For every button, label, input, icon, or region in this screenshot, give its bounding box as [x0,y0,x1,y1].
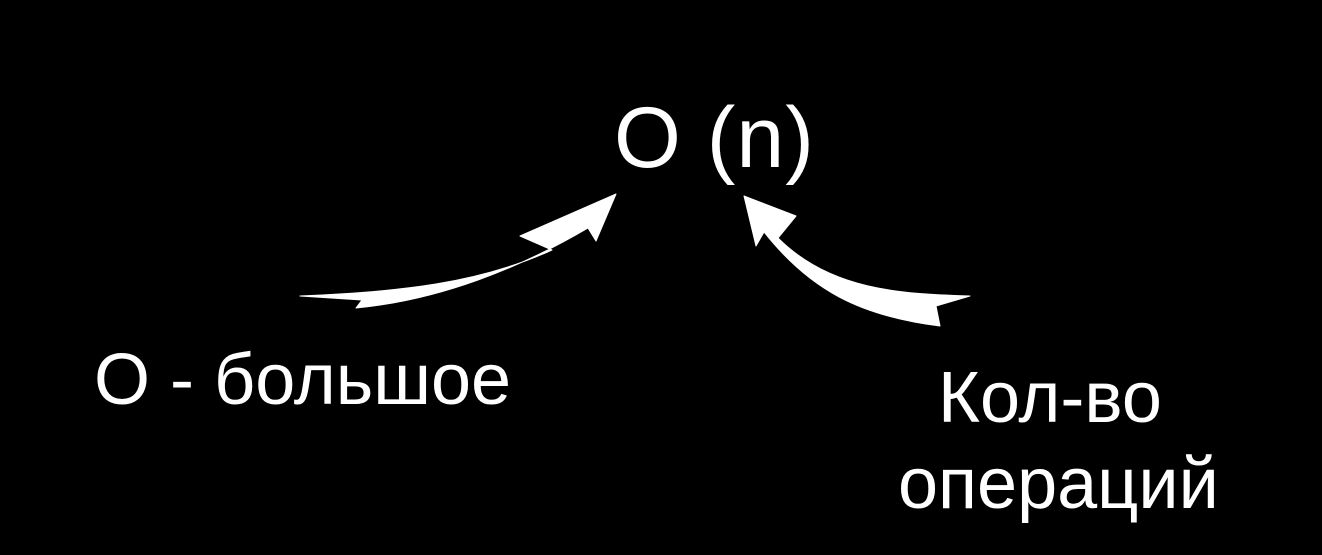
operations-count-caption-line1: Кол-во [938,358,1162,438]
operations-count-caption-line2: операций [898,444,1219,524]
big-o-formula: O (n) [614,90,815,186]
big-o-caption: O - большое [94,340,512,420]
operations-count-caption: Кол-во операций [898,355,1298,527]
curved-arrow-left-icon [299,193,617,309]
curved-arrow-right-icon [743,195,971,327]
